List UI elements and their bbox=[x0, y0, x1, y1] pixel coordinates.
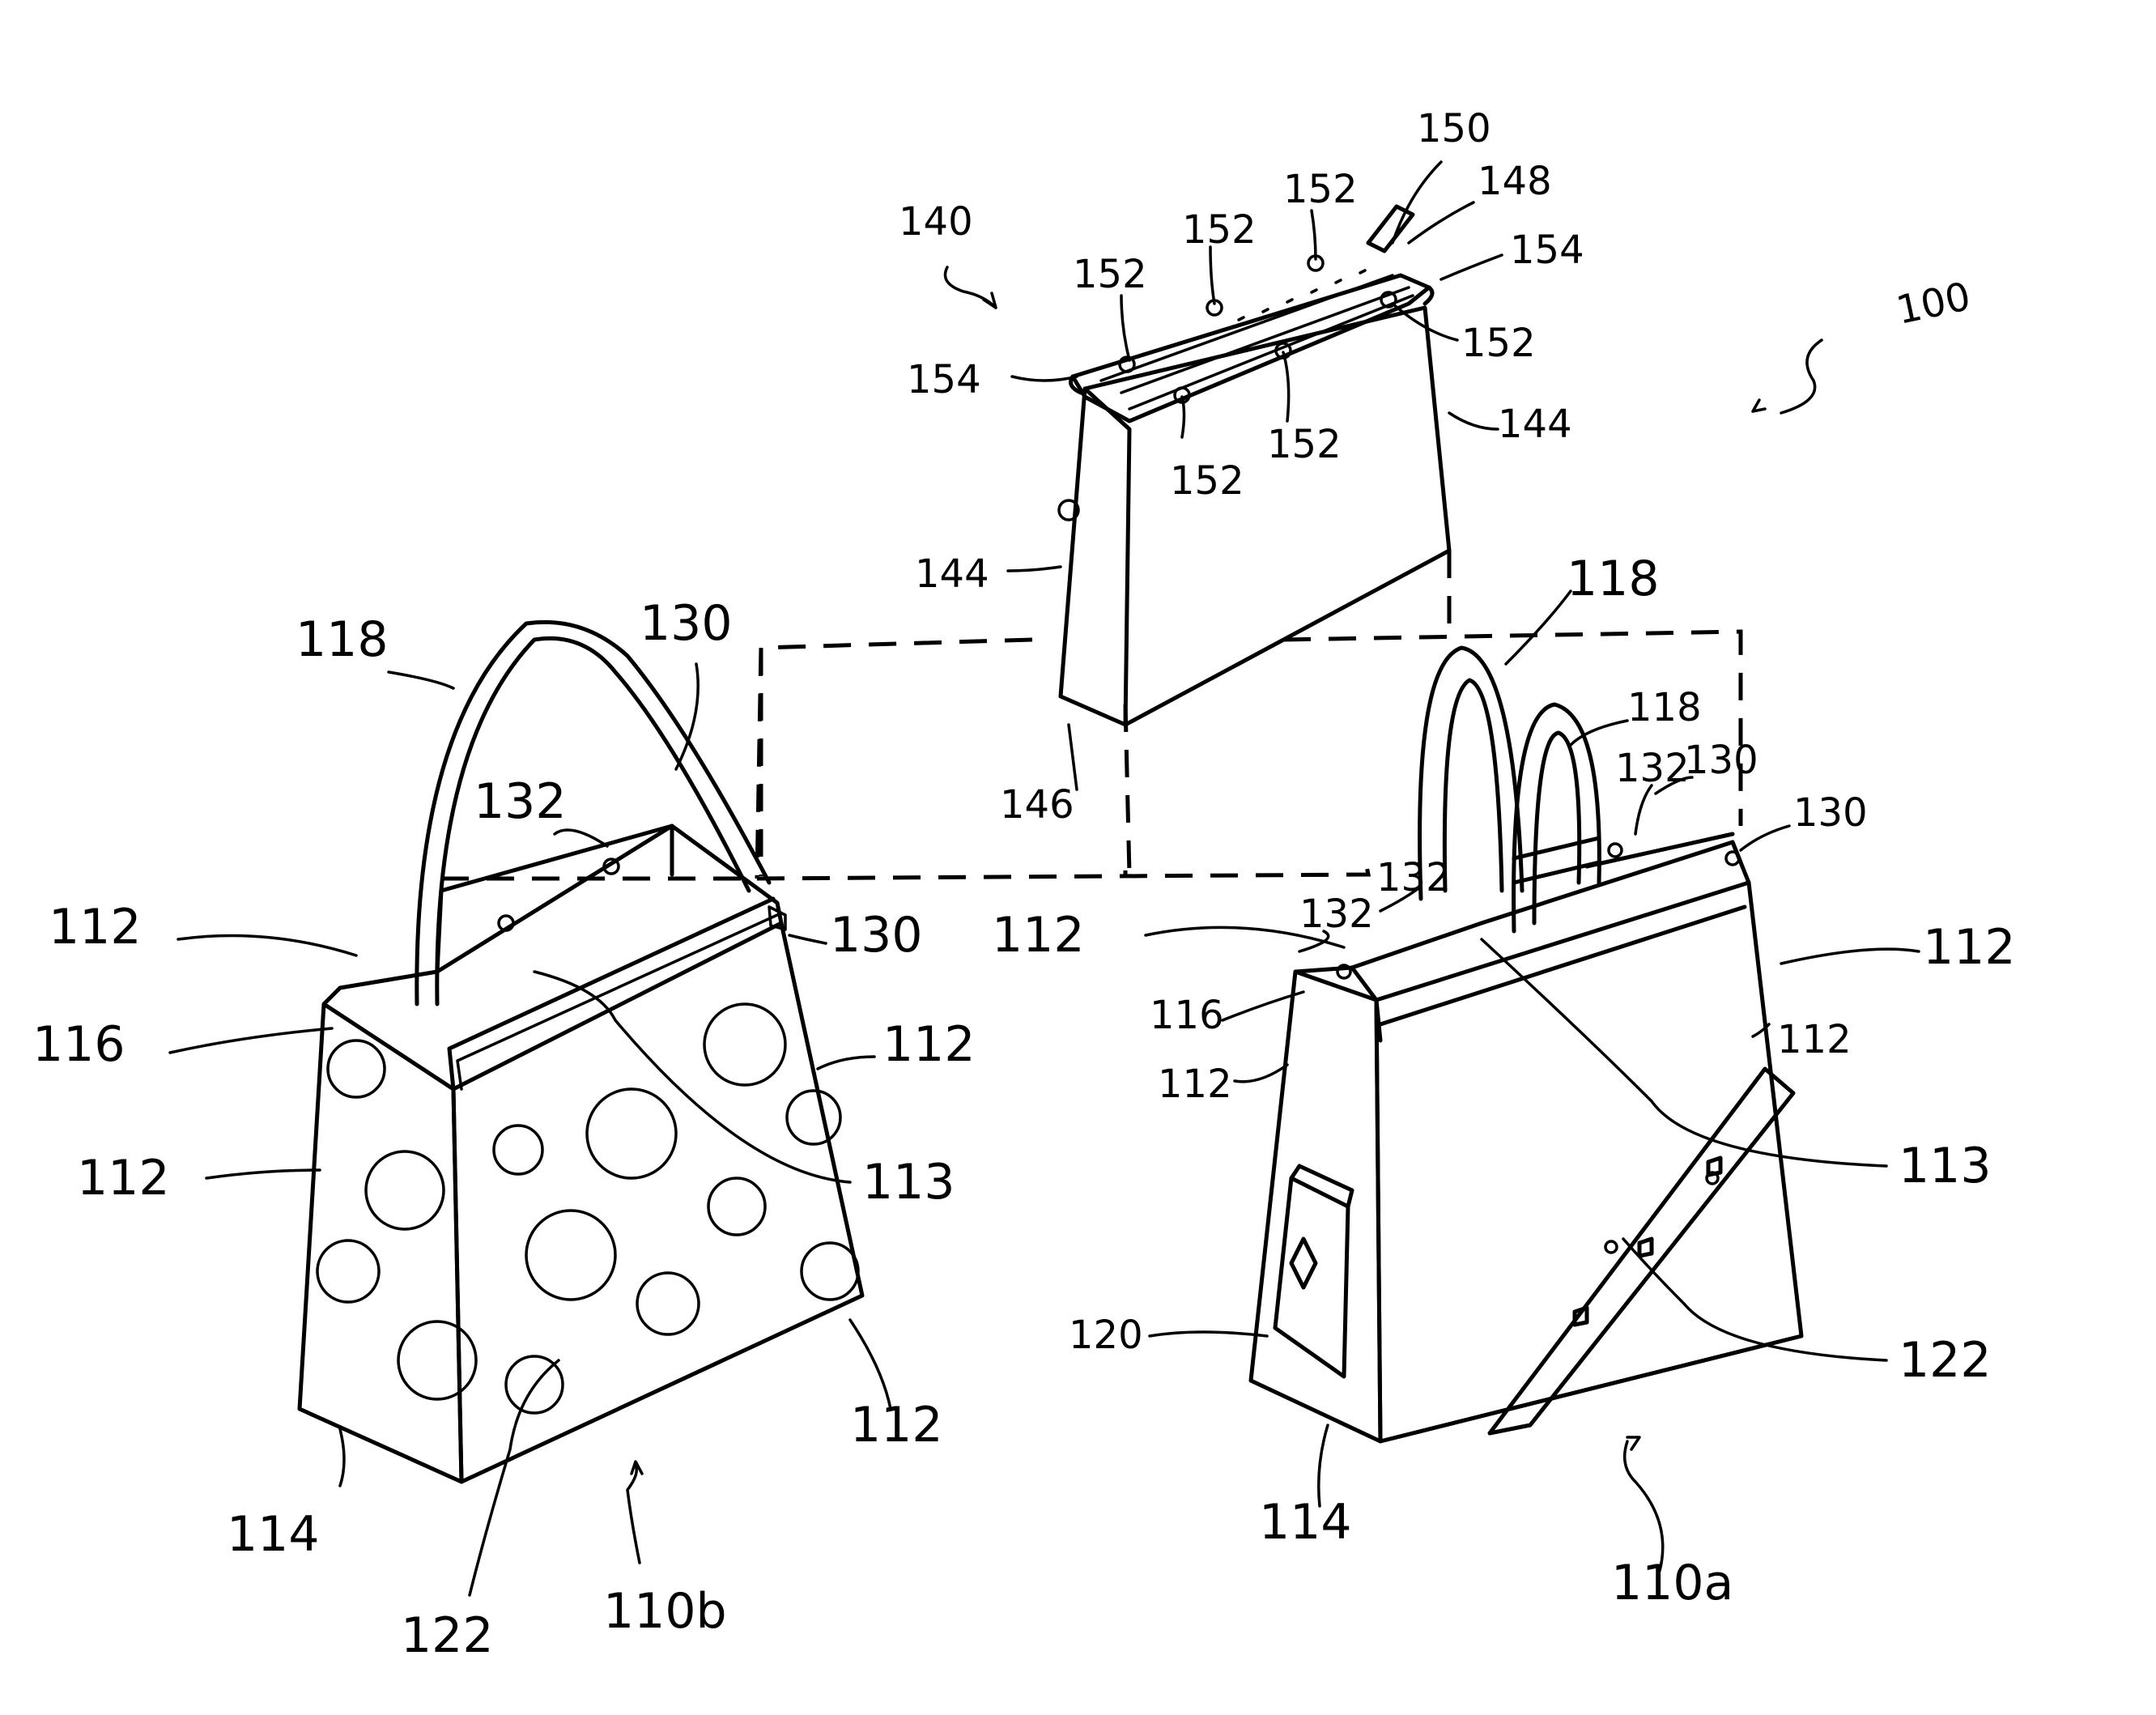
label-154-b: 154 bbox=[907, 357, 981, 402]
polka-dots bbox=[317, 1004, 858, 1413]
label-112-left-b: 112 bbox=[882, 1016, 976, 1073]
label-112-right-a: 112 bbox=[992, 907, 1085, 964]
label-130-left-top: 130 bbox=[640, 595, 733, 652]
label-152-d: 152 bbox=[1461, 321, 1536, 366]
label-152-a: 152 bbox=[1073, 252, 1147, 297]
label-146: 146 bbox=[1000, 782, 1074, 828]
label-110a: 110a bbox=[1611, 1555, 1733, 1611]
label-140: 140 bbox=[899, 199, 973, 245]
label-152-f: 152 bbox=[1267, 422, 1342, 467]
label-114-left: 114 bbox=[227, 1506, 320, 1563]
label-148: 148 bbox=[1478, 159, 1552, 204]
label-116-left: 116 bbox=[32, 1016, 125, 1073]
label-150: 150 bbox=[1417, 106, 1491, 151]
label-144-b: 144 bbox=[915, 551, 989, 597]
label-132-right-a: 132 bbox=[1615, 746, 1690, 791]
label-118-right-b: 118 bbox=[1627, 685, 1702, 730]
label-132-right-c: 132 bbox=[1299, 892, 1374, 937]
reference-labels: 100 140 152 152 152 150 148 154 154 152 … bbox=[32, 106, 2016, 1664]
label-132-right-b: 132 bbox=[1376, 855, 1451, 900]
label-116-right: 116 bbox=[1150, 993, 1224, 1038]
label-112-left-d: 112 bbox=[850, 1397, 943, 1453]
label-152-e: 152 bbox=[1170, 458, 1244, 504]
label-152-c: 152 bbox=[1283, 167, 1358, 212]
dashed-connection-lines bbox=[441, 551, 1741, 879]
label-122-left: 122 bbox=[401, 1607, 494, 1664]
label-100: 100 bbox=[1892, 274, 1974, 334]
label-132-left: 132 bbox=[474, 773, 567, 830]
label-120: 120 bbox=[1069, 1313, 1143, 1358]
label-152-b: 152 bbox=[1182, 207, 1257, 253]
label-112-right-b: 112 bbox=[1923, 919, 2016, 976]
label-110b: 110b bbox=[603, 1583, 727, 1640]
label-130-right-b: 130 bbox=[1793, 790, 1868, 836]
label-113-left: 113 bbox=[862, 1154, 955, 1211]
label-114-right: 114 bbox=[1259, 1494, 1352, 1551]
label-118-right-a: 118 bbox=[1567, 551, 1660, 607]
label-122-right: 122 bbox=[1899, 1332, 1992, 1389]
label-112-right-c: 112 bbox=[1777, 1017, 1852, 1062]
bag-110b bbox=[300, 622, 862, 1482]
label-118-left: 118 bbox=[296, 611, 389, 668]
label-144-a: 144 bbox=[1498, 402, 1572, 447]
label-154-a: 154 bbox=[1510, 228, 1584, 273]
label-112-left-a: 112 bbox=[49, 899, 142, 955]
label-130-right-a: 130 bbox=[1684, 738, 1758, 783]
label-130-left: 130 bbox=[830, 907, 923, 964]
label-113-right: 113 bbox=[1899, 1138, 1992, 1194]
label-112-right-d: 112 bbox=[1158, 1062, 1232, 1107]
label-112-left-c: 112 bbox=[77, 1150, 170, 1206]
